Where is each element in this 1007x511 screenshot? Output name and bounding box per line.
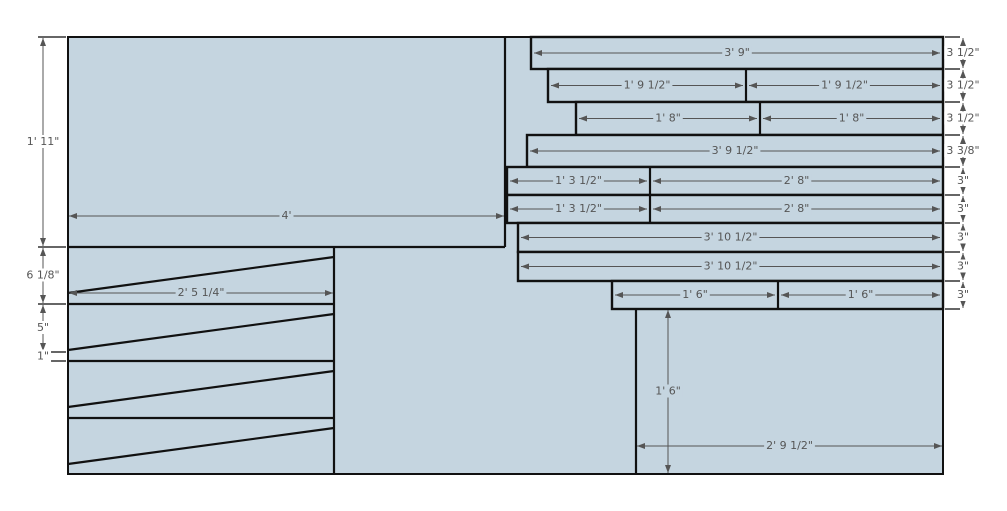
dimension-label: 2' 8" (784, 202, 810, 215)
dimension-label: 3 1/2" (946, 112, 979, 125)
dimension-label: 3 1/2" (946, 79, 979, 92)
dimension-label: 3 3/8" (946, 144, 979, 157)
dimension-label: 1' 6" (655, 385, 681, 398)
taper-cut-line (67, 369, 335, 409)
dimension-label: 1' 3 1/2" (555, 174, 602, 187)
dimension-label: 4' (281, 209, 291, 222)
dimension-label: 3' 9 1/2" (712, 144, 759, 157)
dimension-label: 3' 10 1/2" (704, 260, 758, 273)
dimension-label: 5" (37, 321, 49, 334)
dimension-label: 2' 9 1/2" (766, 439, 813, 452)
dimension-label: 3' 10 1/2" (704, 231, 758, 244)
dimension-label: 2' 5 1/4" (178, 286, 225, 299)
dimension-label: 1' 8" (839, 112, 865, 125)
dimension-label: 3" (957, 231, 969, 244)
dimension-label: 1' 6" (682, 288, 708, 301)
dimension-label: 3" (957, 260, 969, 273)
dimension-label: 3" (957, 288, 969, 301)
taper-cut-line (67, 255, 335, 295)
dimension-label: 3" (957, 202, 969, 215)
dimension-label: 1' 6" (848, 288, 874, 301)
taper-cut-line (67, 426, 335, 466)
taper-cut-line (67, 312, 335, 352)
dimension-label: 1' 3 1/2" (555, 202, 602, 215)
dimension-label: 1' 9 1/2" (624, 79, 671, 92)
dimension-label: 3' 9" (724, 46, 750, 59)
dimension-label: 1" (37, 350, 49, 363)
dimension-label: 3 1/2" (946, 46, 979, 59)
dimension-label: 1' 9 1/2" (821, 79, 868, 92)
dimension-label: 1' 11" (27, 135, 60, 148)
dimension-label: 2' 8" (784, 174, 810, 187)
dimension-label: 3" (957, 174, 969, 187)
dimension-label: 1' 8" (655, 112, 681, 125)
dimension-label: 6 1/8" (26, 269, 59, 282)
